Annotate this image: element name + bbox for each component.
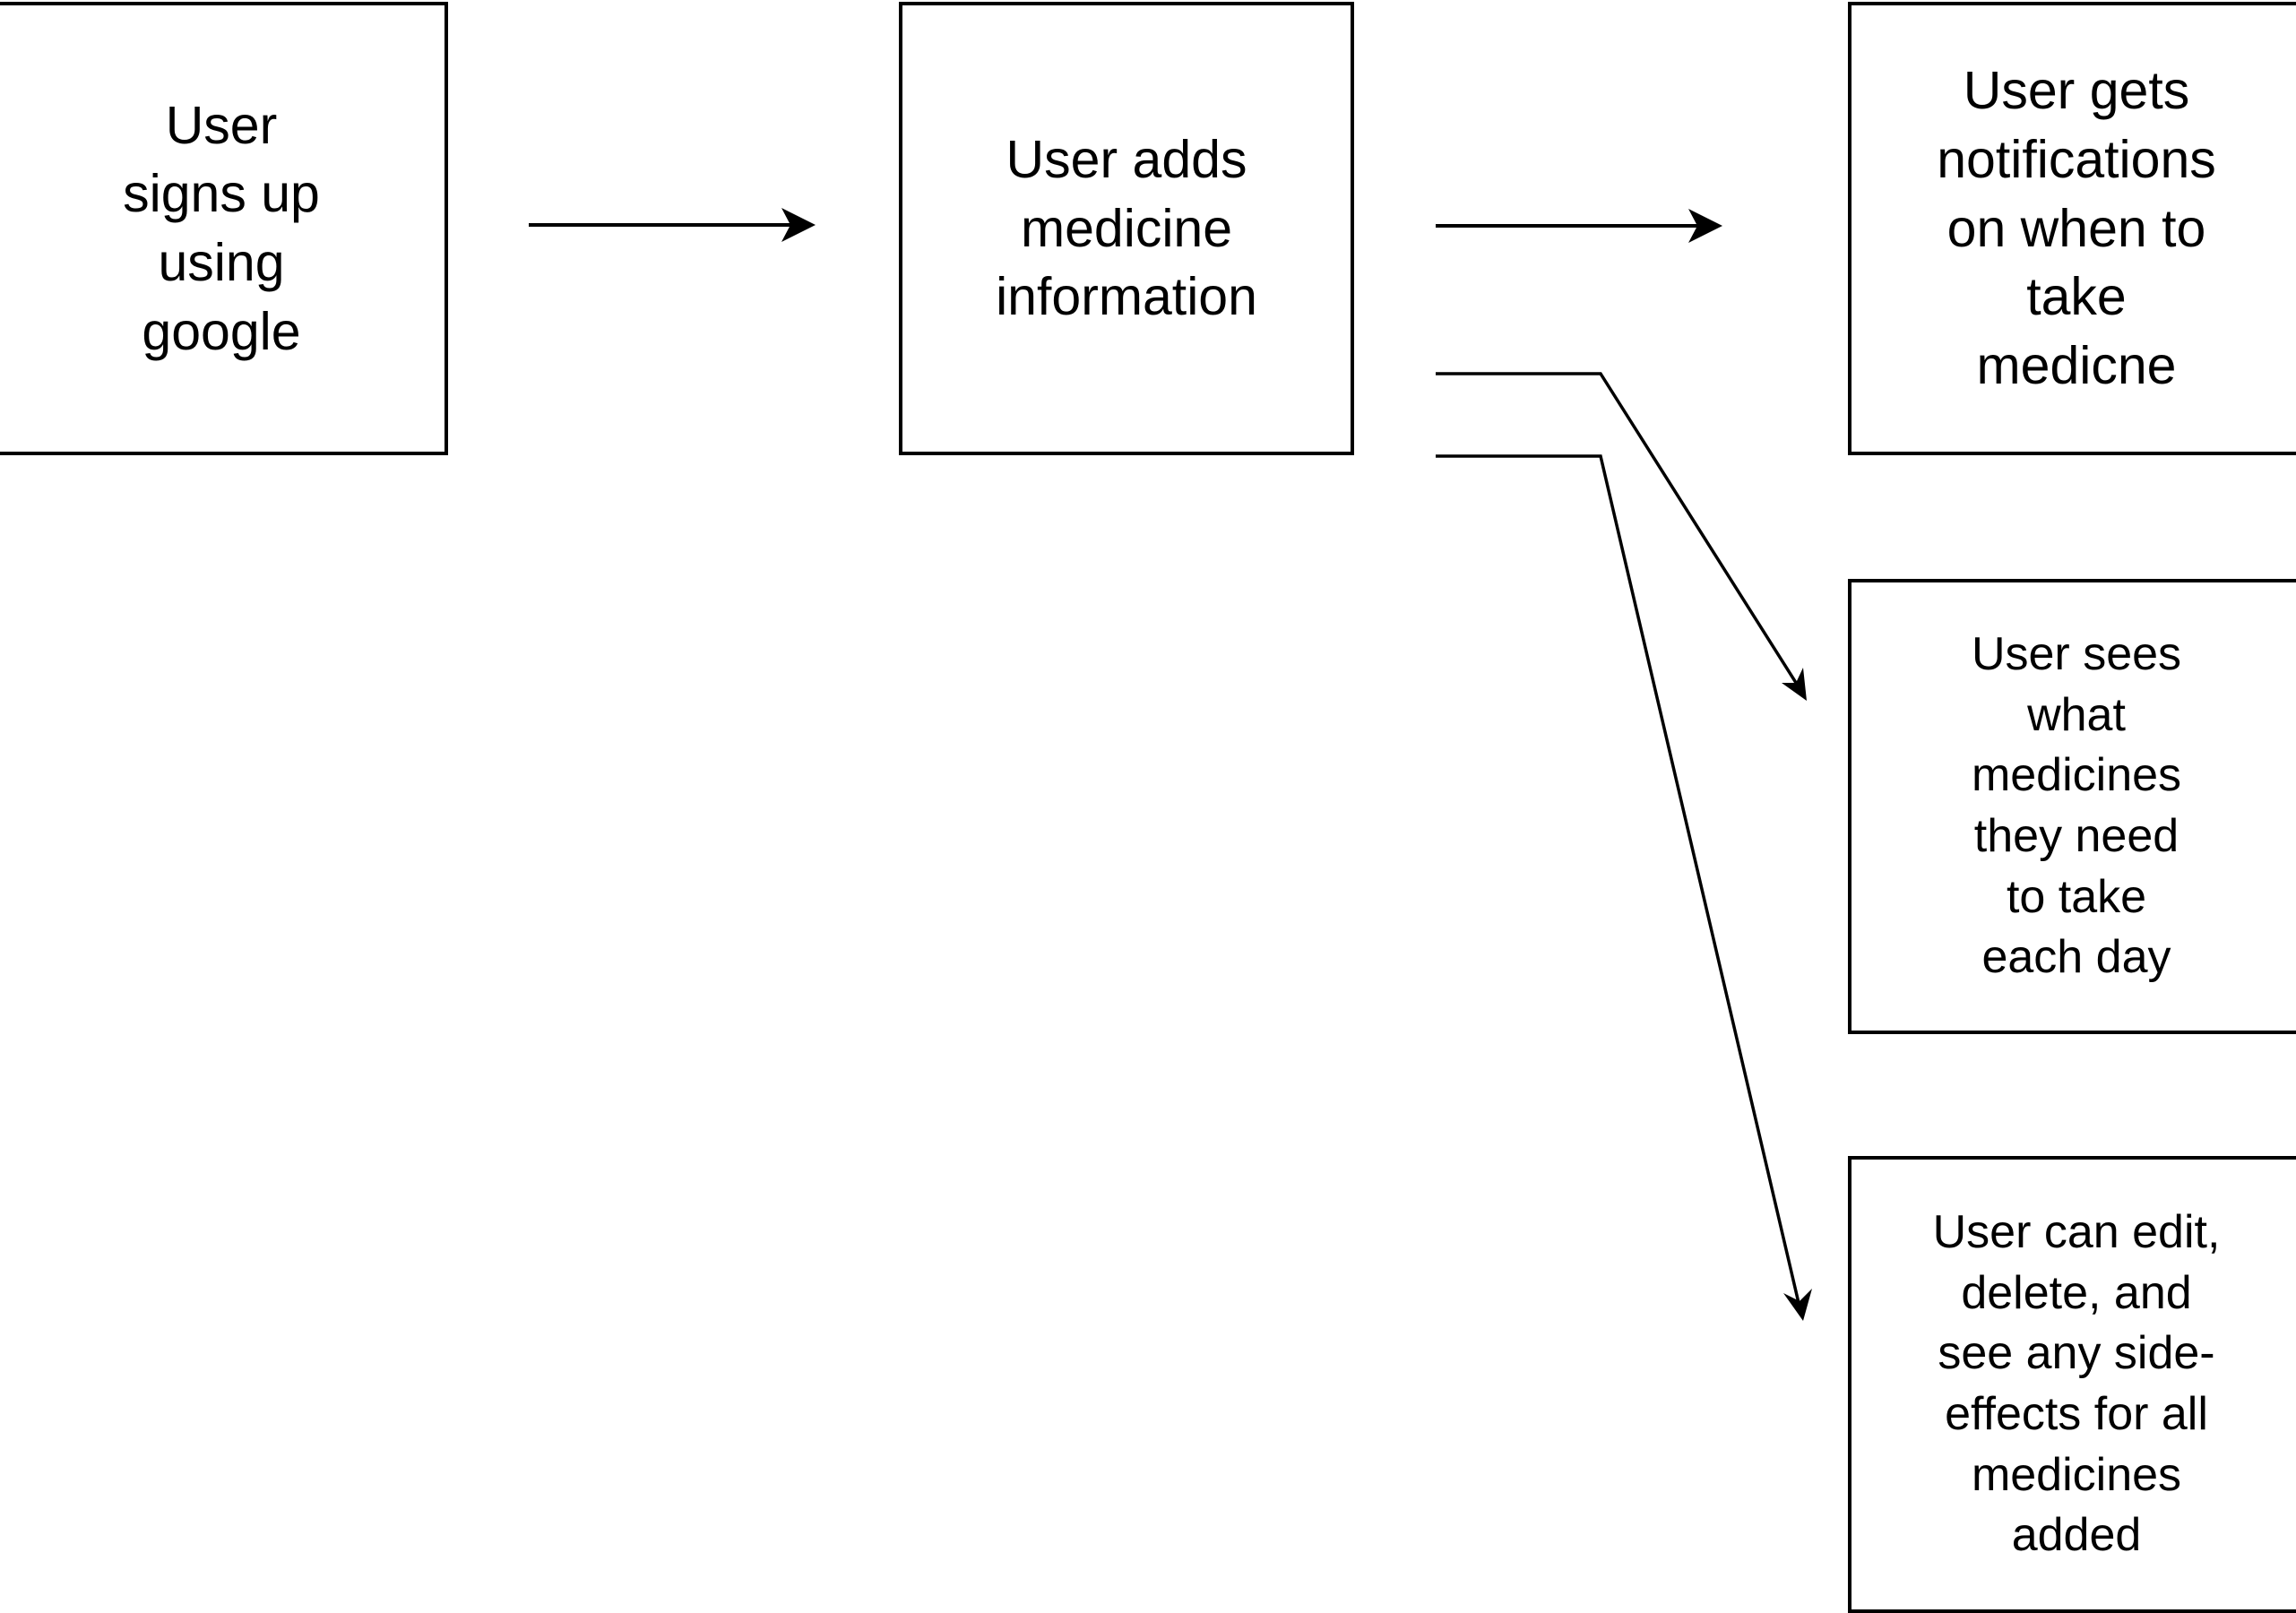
edge-add-info-to-daily-list xyxy=(1436,372,1807,701)
edge-add-info-to-notifications xyxy=(1436,209,1722,243)
node-add-medicine-info-label: User adds medicine information xyxy=(996,129,1257,327)
arrowhead-icon xyxy=(781,208,816,242)
node-signup-label: User signs up using google xyxy=(123,95,320,361)
node-edit-delete-side-effects-label: User can edit, delete, and see any side-… xyxy=(1932,1206,2221,1562)
node-daily-medicines: User sees what medicines they need to ta… xyxy=(1848,579,2296,1034)
node-notifications: User gets notifications on when to take … xyxy=(1848,2,2296,455)
arrowhead-icon xyxy=(1783,1289,1812,1321)
node-daily-medicines-label: User sees what medicines they need to ta… xyxy=(1971,628,2182,984)
edge-add-info-to-edit-delete xyxy=(1436,454,1812,1321)
edge-signup-to-add-info xyxy=(529,208,816,242)
arrowhead-icon xyxy=(1688,209,1722,243)
node-edit-delete-side-effects: User can edit, delete, and see any side-… xyxy=(1848,1156,2296,1613)
node-signup: User signs up using google xyxy=(0,2,448,455)
node-add-medicine-info: User adds medicine information xyxy=(899,2,1354,455)
node-notifications-label: User gets notifications on when to take … xyxy=(1937,61,2216,396)
arrowhead-icon xyxy=(1782,668,1807,701)
